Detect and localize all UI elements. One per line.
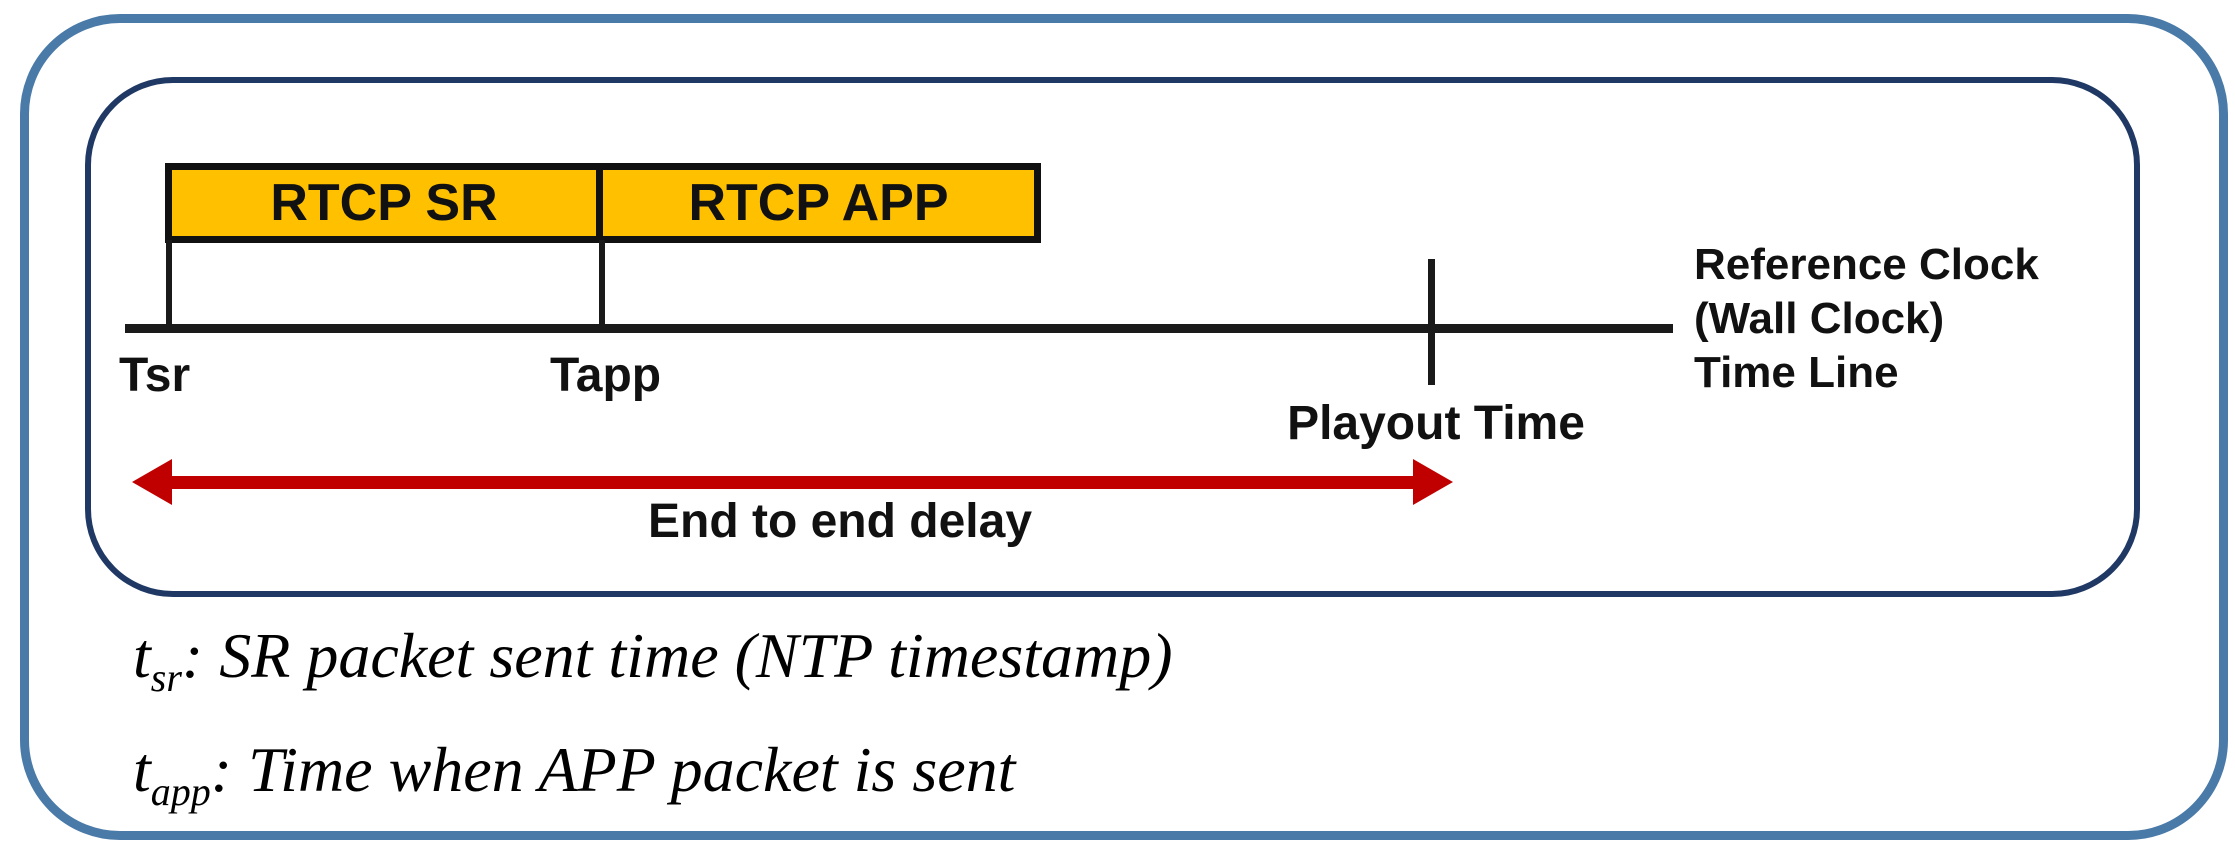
tapp-symbol: t: [133, 734, 151, 805]
tapp-connector-line: [599, 240, 605, 332]
tsr-symbol: t: [133, 620, 151, 691]
outer-frame: [20, 14, 2228, 840]
rtcp-sr-box: RTCP SR: [165, 163, 603, 243]
rtcp-sr-box-label: RTCP SR: [270, 174, 498, 232]
legend-line-tsr: tsr: SR packet sent time (NTP timestamp): [133, 610, 1173, 724]
reference-clock-line-2: (Wall Clock): [1694, 294, 1945, 343]
timeline-axis: [125, 324, 1673, 333]
tapp-subscript: app: [150, 769, 211, 814]
tapp-definition: : Time when APP packet is sent: [210, 734, 1016, 805]
end-to-end-delay-label: End to end delay: [647, 495, 1033, 548]
end-to-end-delay-arrow: [132, 459, 1453, 505]
tsr-definition: : SR packet sent time (NTP timestamp): [181, 620, 1173, 691]
right-arrowhead-icon: [1413, 459, 1453, 505]
tsr-connector-line: [166, 240, 172, 332]
left-arrowhead-icon: [132, 459, 172, 505]
reference-clock-line-3: Time Line: [1694, 348, 1899, 397]
inner-frame: [85, 77, 2140, 597]
legend-line-tapp: tapp: Time when APP packet is sent: [133, 724, 1173, 838]
playout-time-tick: [1428, 259, 1435, 385]
playout-time-label: Playout Time: [1287, 397, 1585, 450]
tapp-label: Tapp: [550, 349, 662, 402]
rtcp-packet-boxes: RTCP SR RTCP APP: [165, 163, 1041, 243]
tsr-label: Tsr: [119, 349, 191, 402]
reference-clock-label: Reference Clock (Wall Clock) Time Line: [1694, 238, 2039, 400]
legend: tsr: SR packet sent time (NTP timestamp)…: [133, 610, 1173, 838]
rtcp-app-box: RTCP APP: [603, 163, 1041, 243]
reference-clock-line-1: Reference Clock: [1694, 240, 2039, 289]
rtcp-app-box-label: RTCP APP: [688, 174, 949, 232]
tsr-subscript: sr: [150, 655, 182, 700]
arrow-shaft: [166, 476, 1419, 489]
